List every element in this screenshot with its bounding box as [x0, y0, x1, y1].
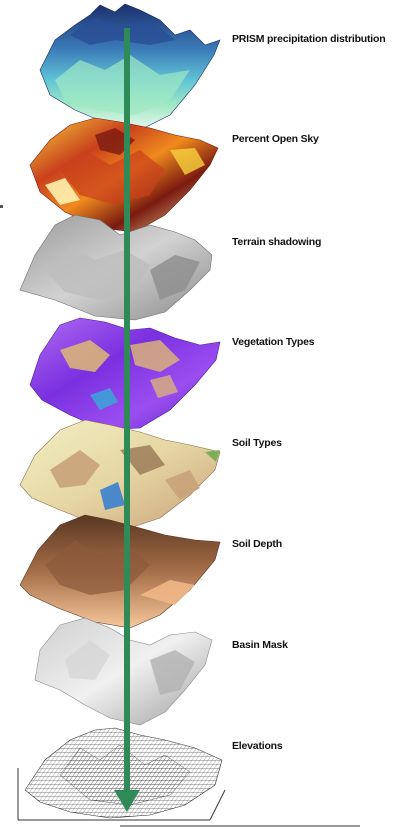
- layer-soil-types-surface: [20, 420, 220, 528]
- layer-basin-mask-surface: [35, 618, 212, 725]
- label-prism: PRISM precipitation distribution: [232, 33, 385, 45]
- layer-soil-depth-surface: [20, 515, 220, 628]
- label-open-sky: Percent Open Sky: [232, 133, 319, 145]
- label-vegetation: Vegetation Types: [232, 336, 314, 348]
- label-soil-types: Soil Types: [232, 437, 282, 449]
- label-soil-depth: Soil Depth: [232, 538, 282, 550]
- label-elevations: Elevations: [232, 740, 283, 752]
- layer-terrain-shadowing-surface: [20, 215, 212, 320]
- label-basin-mask: Basin Mask: [232, 639, 288, 651]
- left-edge-marker: [0, 205, 3, 208]
- label-terrain-shadowing: Terrain shadowing: [232, 236, 321, 248]
